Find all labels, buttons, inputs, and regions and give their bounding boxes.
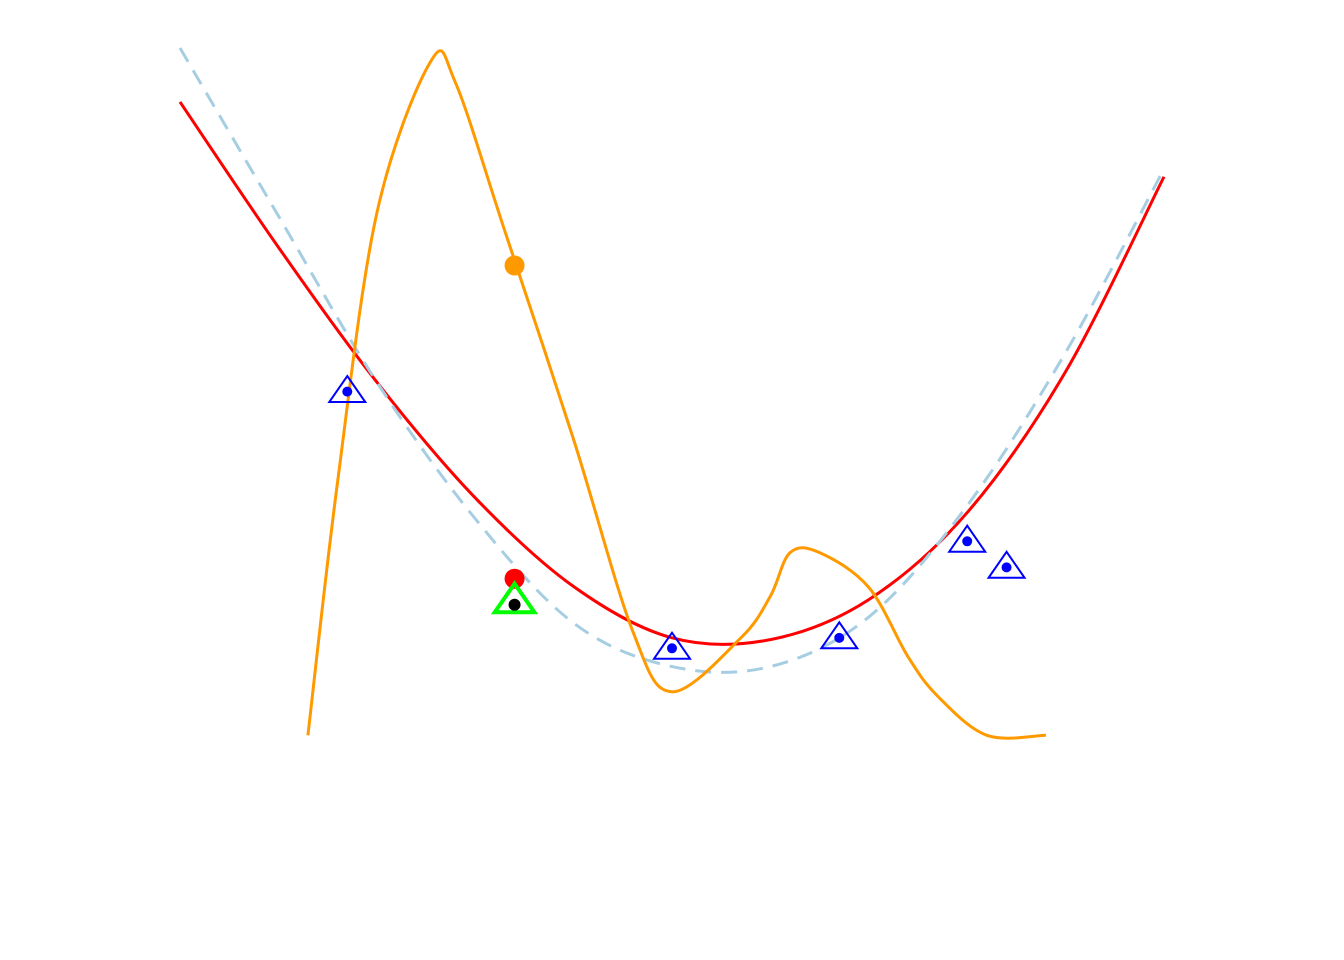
orange-dot-marker <box>504 255 525 276</box>
data-point-triangle-4 <box>947 523 988 553</box>
data-point-dot-1 <box>342 386 353 397</box>
data-point-triangle-2 <box>652 630 692 660</box>
red-dot-marker <box>504 568 525 589</box>
data-point-triangle-1 <box>327 374 368 404</box>
data-point-triangle-3 <box>819 620 860 650</box>
data-point-triangle-5 <box>986 550 1027 579</box>
polynomial-interpolant-line <box>306 49 1046 740</box>
green-triangle-marker <box>490 580 539 615</box>
black-dot-marker <box>508 598 521 611</box>
chart-markers <box>327 255 1027 660</box>
chart-curves <box>178 47 1166 740</box>
quadratic-fit-line <box>178 101 1166 646</box>
data-point-dot-5 <box>1001 562 1012 573</box>
quartic-fit-dashed-line <box>178 47 1166 674</box>
data-point-dot-2 <box>667 643 677 654</box>
data-point-dot-3 <box>834 632 845 643</box>
data-point-dot-4 <box>962 536 973 547</box>
